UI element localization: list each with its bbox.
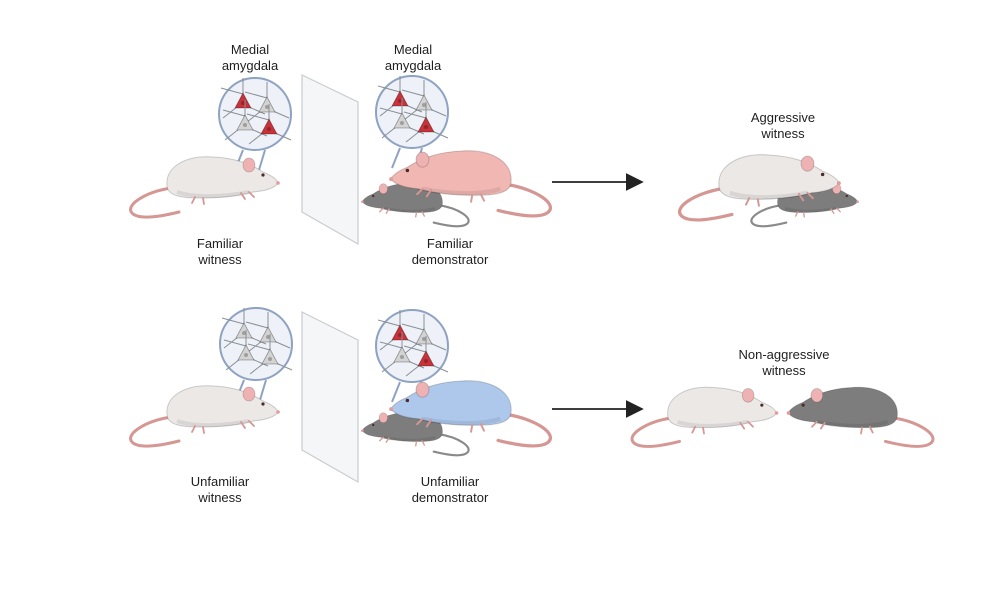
familiar-demonstrator-mouse	[389, 150, 552, 218]
neuron-icon	[246, 104, 292, 145]
glass-partition-bottom	[301, 311, 359, 484]
unfamiliar-demonstrator-mouse	[389, 380, 552, 448]
neuron-icon	[222, 100, 268, 141]
aggressive-witness-mouse	[678, 154, 841, 222]
neuron-icon	[247, 334, 293, 375]
neuron-icon	[401, 80, 447, 121]
neuron-icon	[220, 78, 266, 119]
intruder-mouse-bottom-right	[786, 386, 935, 448]
neuron-icon	[403, 336, 449, 377]
neuron-icon	[403, 102, 449, 143]
neuron-icon	[245, 312, 291, 353]
neuron-icon	[244, 82, 290, 123]
non-aggressive-witness-mouse	[630, 386, 779, 448]
neuron-icon	[379, 332, 425, 373]
neuron-icon	[379, 98, 425, 139]
neuron-icon	[401, 314, 447, 355]
neuron-icon	[223, 330, 269, 371]
amygdala-bubble-familiar-demonstrator	[375, 75, 449, 169]
unfamiliar-witness-mouse	[129, 385, 280, 448]
neuron-icon	[377, 310, 423, 351]
neuron-icon	[221, 308, 267, 349]
familiar-witness-mouse	[129, 156, 280, 219]
amygdala-bubble-familiar-witness	[218, 77, 292, 171]
glass-partition-top	[301, 74, 359, 246]
amygdala-bubble-unfamiliar-witness	[219, 307, 293, 401]
neuron-icon	[377, 76, 423, 117]
